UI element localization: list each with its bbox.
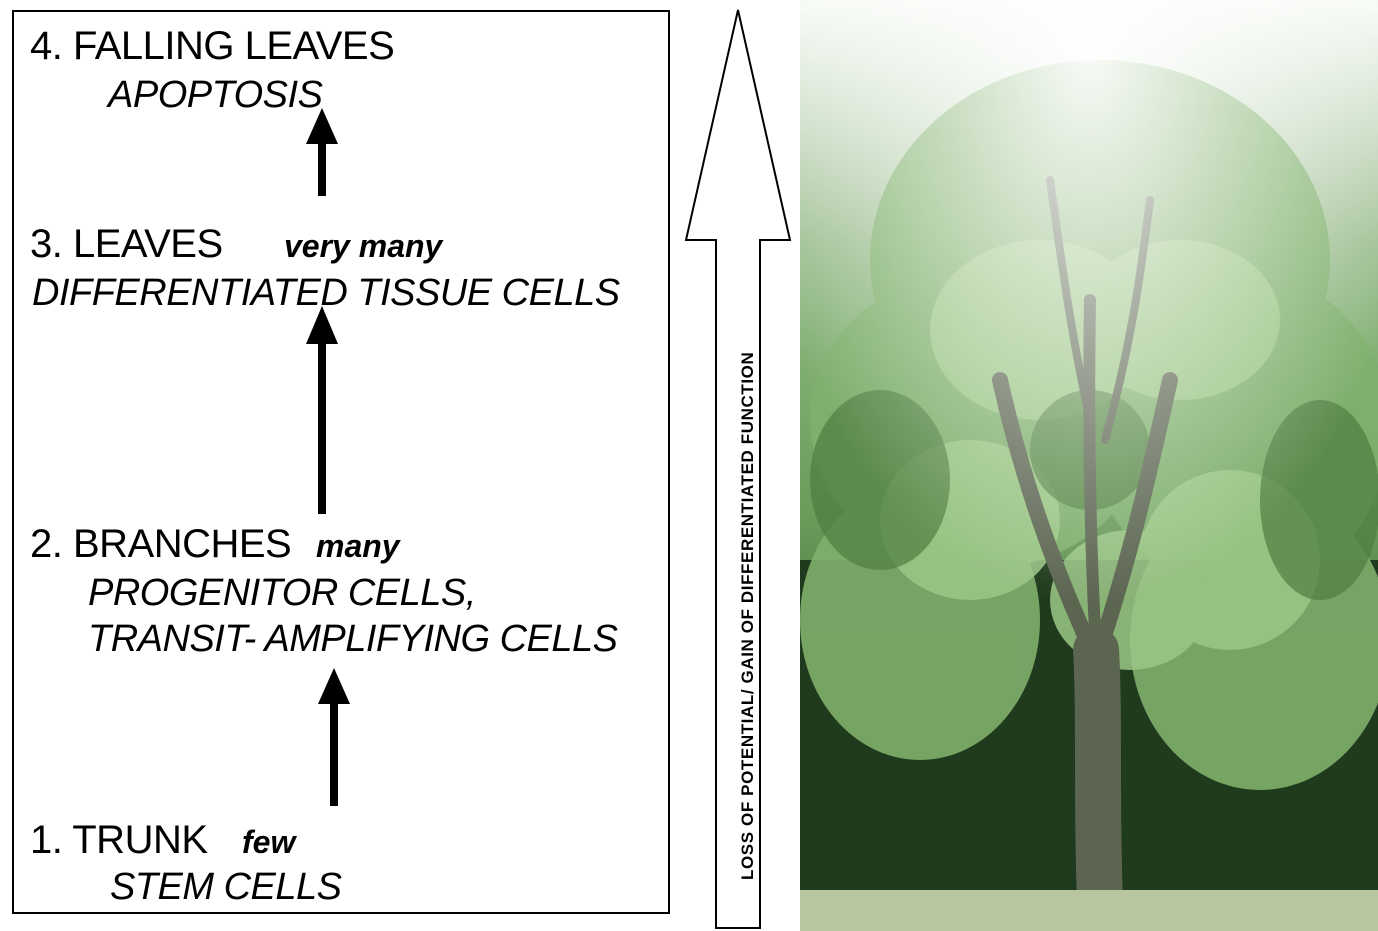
axis-label: LOSS OF POTENTIAL/ GAIN OF DIFFERENTIATE… (738, 352, 758, 880)
tree-photo (800, 0, 1378, 931)
arrow-2-to-3 (302, 306, 342, 516)
level-3-title: 3. LEAVES (30, 224, 223, 264)
tree-illustration (800, 0, 1378, 931)
level-1-title: 1. TRUNK (30, 820, 208, 860)
level-2-cells-line2: TRANSIT- AMPLIFYING CELLS (88, 620, 617, 658)
level-4-title: 4. FALLING LEAVES (30, 26, 394, 66)
arrow-3-to-4 (302, 108, 342, 198)
level-1-cells: STEM CELLS (110, 868, 342, 906)
level-2-quantity: many (316, 530, 400, 562)
hierarchy-panel: 4. FALLING LEAVES APOPTOSIS 3. LEAVES ve… (12, 10, 670, 914)
level-2-cells-line1: PROGENITOR CELLS, (88, 574, 476, 612)
level-1-quantity: few (242, 826, 295, 858)
level-3-quantity: very many (284, 230, 442, 262)
level-2-title: 2. BRANCHES (30, 524, 291, 564)
level-4-cells: APOPTOSIS (108, 76, 322, 114)
arrow-1-to-2 (314, 668, 354, 808)
